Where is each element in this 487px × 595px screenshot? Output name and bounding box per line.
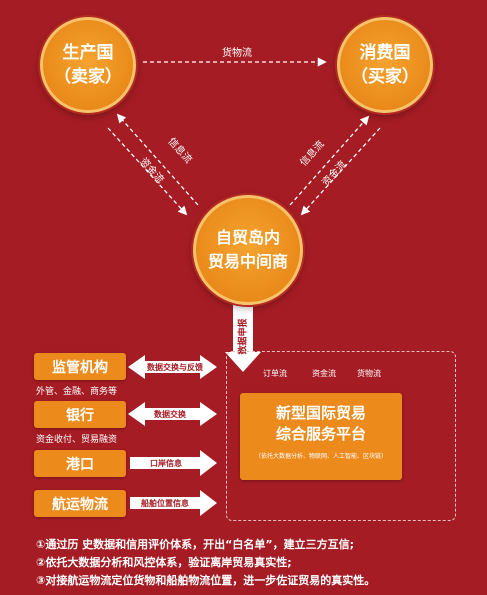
org-bank-arrow-label: 数据交换 [154, 410, 186, 419]
notes-list: ①通过历 史数据和信用评价体系，开出“白名单”，建立三方互信; ②依托大数据分析… [36, 536, 375, 590]
org-regulator: 监管机构 [34, 353, 126, 380]
data-report-label: 数据申报 [238, 318, 249, 355]
org-port-arrow-label: 口岸信息 [150, 459, 182, 468]
org-bank-sub: 资金收付、贸易融资 [36, 435, 118, 445]
data-report-arrow [225, 303, 261, 372]
org-regulator-sub: 外管、金融、商务等 [36, 387, 118, 397]
consumer-line1: 消费国 [359, 43, 411, 63]
producer-line1: 生产国 [62, 43, 114, 63]
org-port: 港口 [34, 450, 126, 477]
info-flow-left-arrow [116, 113, 199, 206]
org-arrow-bank [128, 402, 217, 426]
org-shipping: 航运物流 [34, 490, 126, 517]
intermediary-line2: 贸易中间商 [207, 252, 288, 271]
platform-title-line2: 综合服务平台 [275, 425, 366, 443]
note-item: ①通过历 史数据和信用评价体系，开出“白名单”，建立三方互信; [36, 538, 354, 551]
org-bank: 银行 [34, 401, 126, 428]
org-arrow-regulator [128, 355, 217, 379]
org-bank-name: 银行 [66, 407, 94, 424]
platform-flow-fund: 资金流 [312, 369, 336, 378]
note-item: ③对接航运物流定位货物和船舶物流位置，进一步佐证贸易的真实性。 [36, 574, 376, 587]
fund-flow-right-arrow [300, 127, 381, 216]
intermediary-node: 自贸岛内 贸易中间商 [193, 195, 303, 305]
info-flow-right-arrow [289, 115, 370, 206]
fund-flow-left-arrow [107, 127, 188, 216]
platform-title-line1: 新型国际贸易 [275, 404, 366, 422]
org-shipping-name: 航运物流 [52, 496, 108, 513]
note-item: ②依托大数据分析和风控体系，验证离岸贸易真实性; [36, 556, 292, 569]
org-arrow-shipping [130, 490, 217, 516]
platform-note: （依托大数据分析、物联网、人工智能、区块链） [254, 453, 387, 460]
org-shipping-arrow-label: 船舶位置信息 [141, 499, 189, 508]
consumer-line2: （买家） [351, 67, 419, 87]
producer-node: 生产国 （卖家） [40, 17, 136, 113]
platform-flow-order: 订单流 [263, 369, 287, 378]
org-port-name: 港口 [66, 456, 94, 473]
goods-flow-label: 货物流 [222, 48, 252, 59]
consumer-node: 消费国 （买家） [337, 17, 433, 113]
platform-frame [226, 351, 456, 521]
service-platform: 新型国际贸易 综合服务平台 （依托大数据分析、物联网、人工智能、区块链） [240, 393, 402, 480]
org-regulator-arrow-label: 数据交换与反馈 [147, 363, 203, 372]
org-regulator-name: 监管机构 [52, 359, 108, 376]
intermediary-line1: 自贸岛内 [215, 228, 280, 247]
platform-flow-goods: 货物流 [357, 369, 381, 378]
org-arrow-port [130, 450, 217, 476]
producer-line2: （卖家） [54, 67, 122, 87]
